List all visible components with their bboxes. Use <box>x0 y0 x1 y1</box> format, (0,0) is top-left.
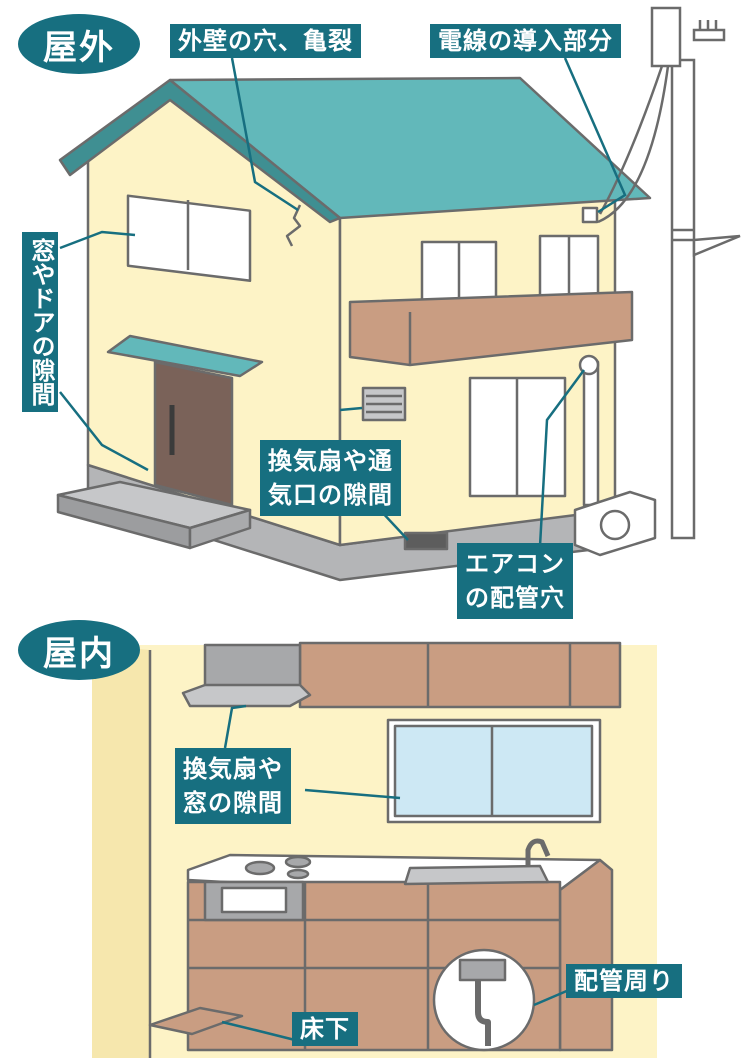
kitchen-left-wall <box>92 645 150 1058</box>
label-fan-window-line2: 窓の隙間 <box>183 789 283 817</box>
label-vent-gap-line2: 気口の隙間 <box>268 481 393 509</box>
outdoor-leader-lines <box>59 57 627 547</box>
label-under-floor: 床下 <box>292 1012 358 1046</box>
house <box>56 76 657 582</box>
section-badge-indoor: 屋内 <box>18 620 140 680</box>
label-vent-gap-line1: 換気扇や通 <box>268 447 393 475</box>
label-vent-gap: 換気扇や通 気口の隙間 <box>260 440 401 516</box>
wall-crack <box>285 204 302 247</box>
label-fan-window-line1: 換気扇や <box>183 755 283 783</box>
label-wire-entry: 電線の導入部分 <box>430 24 621 58</box>
label-aircon-pipe: エアコン の配管穴 <box>457 543 573 619</box>
indoor-leader-lines <box>221 704 570 1042</box>
sink <box>403 864 550 886</box>
label-fan-window-gap: 換気扇や 窓の隙間 <box>175 748 291 824</box>
label-wall-cracks: 外壁の穴、亀裂 <box>170 24 361 58</box>
balcony <box>348 290 634 367</box>
floor-hatch <box>148 1006 244 1036</box>
roof-side <box>58 78 342 224</box>
wire-entry-box <box>581 206 599 224</box>
base-vent <box>403 531 449 551</box>
utility-pole <box>597 6 741 540</box>
counter-right <box>558 858 614 1052</box>
label-window-door-gap: 窓やドアの隙間 <box>22 232 58 412</box>
entrance-canopy <box>106 334 264 378</box>
label-aircon-pipe-line2: の配管穴 <box>465 584 565 612</box>
label-around-pipes: 配管周り <box>566 964 682 998</box>
upper-cabinets <box>298 641 622 709</box>
entrance-step-side <box>188 508 252 550</box>
front-door <box>153 360 234 507</box>
section-badge-outdoor: 屋外 <box>18 14 140 74</box>
kitchen <box>92 641 657 1058</box>
faucet <box>525 838 551 866</box>
range-hood <box>203 643 302 690</box>
label-aircon-pipe-line1: エアコン <box>465 550 565 578</box>
aircon-pipe <box>582 355 600 507</box>
